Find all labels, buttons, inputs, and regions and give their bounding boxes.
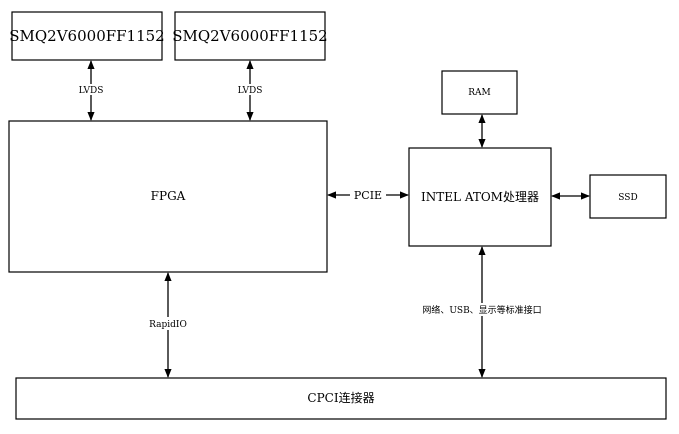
rapidio-label: RapidIO — [149, 320, 187, 330]
rapidio-link: RapidIO — [145, 272, 191, 378]
ssd-label: SSD — [618, 193, 637, 203]
cpu-label: INTEL ATOM处理器 — [421, 190, 539, 204]
fpga-label: FPGA — [151, 189, 186, 203]
cpci-block: CPCI连接器 — [15, 377, 667, 420]
fpga-block: FPGA — [8, 120, 328, 273]
ports-label: 网络、USB、显示等标准接口 — [422, 304, 541, 316]
ram-block: RAM — [441, 70, 518, 115]
pcie-link: PCIE — [327, 188, 409, 202]
pcie-label: PCIE — [354, 189, 382, 202]
lvds-left-link: LVDS — [76, 60, 106, 121]
chip1-label: SMQ2V6000FF1152 — [9, 27, 164, 45]
ssd-block: SSD — [589, 174, 667, 219]
ram-label: RAM — [468, 88, 491, 98]
chip2-label: SMQ2V6000FF1152 — [172, 27, 327, 45]
cpci-label: CPCI连接器 — [307, 390, 374, 405]
ports-link: 网络、USB、显示等标准接口 — [403, 246, 561, 378]
lvds-right-label: LVDS — [238, 86, 263, 96]
lvds-right-link: LVDS — [235, 60, 265, 121]
chip1-block: SMQ2V6000FF1152 — [9, 11, 165, 61]
chip2-block: SMQ2V6000FF1152 — [172, 11, 328, 61]
cpu-block: INTEL ATOM处理器 — [408, 147, 552, 247]
lvds-left-label: LVDS — [79, 86, 104, 96]
